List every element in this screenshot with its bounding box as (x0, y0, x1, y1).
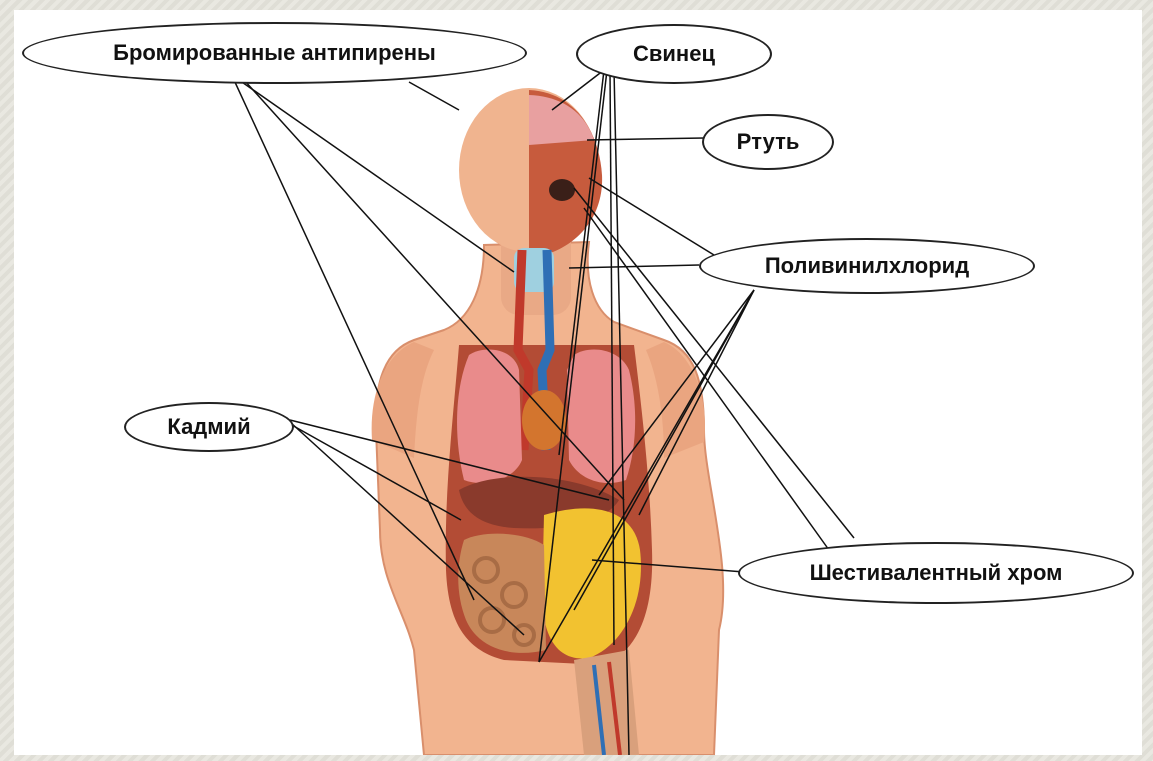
left-lung (457, 350, 522, 484)
heart (522, 390, 566, 450)
label-polyvinyl-chloride: Поливинилхлорид (699, 238, 1035, 294)
right-lung (567, 350, 635, 484)
label-lead: Свинец (576, 24, 772, 84)
connector-mercury (587, 138, 704, 140)
anatomy-diagram (14, 10, 1142, 755)
label-cadmium: Кадмий (124, 402, 294, 452)
label-mercury: Ртуть (702, 114, 834, 170)
label-brominated-flame-retardants: Бромированные антипирены (22, 22, 527, 84)
eye (549, 179, 575, 201)
diagram-panel: Бромированные антипирены Свинец Ртуть По… (14, 10, 1142, 755)
connector-pvc (589, 178, 714, 255)
connector-brominated (409, 82, 459, 110)
connector-lead (552, 70, 604, 110)
label-hexavalent-chromium: Шестивалентный хром (738, 542, 1134, 604)
torso-model-illustration (372, 88, 724, 755)
